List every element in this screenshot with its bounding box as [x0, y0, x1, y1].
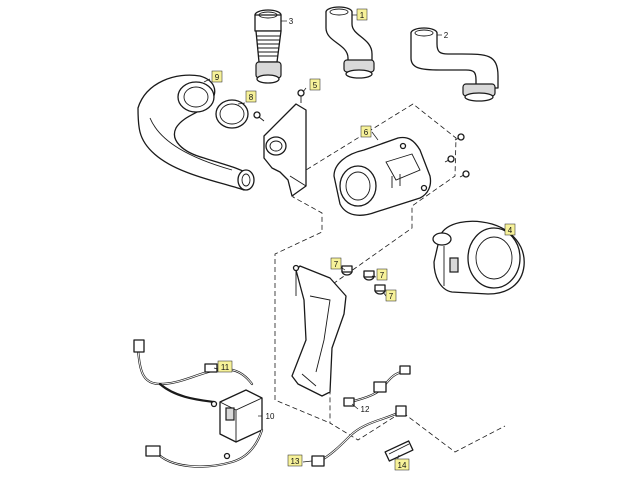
part-14-connector [384, 440, 414, 462]
callout-9: 9 [211, 70, 223, 83]
callout-8: 8 [245, 90, 257, 103]
part-2-long-s-bend-pipe [410, 27, 499, 102]
callout-5: 5 [309, 78, 321, 91]
callout-1: 1 [356, 8, 368, 21]
callout-labels: 1 2 3 4 5 6 7 7 7 [211, 8, 516, 471]
callout-12-text: 12 [361, 405, 370, 414]
part-10-control-box [145, 389, 264, 468]
callout-2: 2 [444, 31, 449, 40]
callout-10-text: 10 [266, 412, 275, 421]
callout-6-text: 6 [364, 128, 369, 137]
callout-10: 10 [266, 412, 275, 421]
callout-7c-text: 7 [389, 292, 394, 301]
callout-2-text: 2 [444, 31, 449, 40]
callout-7a: 7 [330, 257, 342, 270]
callout-14-text: 14 [398, 461, 407, 470]
callout-1-text: 1 [360, 11, 365, 20]
callout-4-text: 4 [508, 226, 513, 235]
callout-7c: 7 [385, 289, 397, 302]
part-4-fan-blower [432, 220, 525, 295]
callout-12: 12 [361, 405, 370, 414]
callout-11-text: 11 [221, 363, 230, 372]
callout-5-text: 5 [313, 81, 318, 90]
callout-13-text: 13 [291, 457, 300, 466]
callout-7b-text: 7 [380, 271, 385, 280]
part-7-spacers [341, 265, 386, 295]
part-11-wiring-harness [133, 339, 254, 408]
callout-14: 14 [394, 458, 410, 471]
callout-3-text: 3 [289, 17, 294, 26]
callout-9-text: 9 [215, 73, 220, 82]
small-screw [253, 111, 265, 122]
part-6-mounting-plate [333, 133, 470, 216]
callout-3: 3 [289, 17, 294, 26]
callout-8-text: 8 [249, 93, 254, 102]
callout-7b: 7 [376, 268, 388, 281]
support-arm-bracket [291, 264, 347, 397]
part-3-corrugated-intake-tube [254, 9, 282, 84]
part-1-s-bend-pipe [325, 6, 375, 79]
part-9-curved-air-duct [137, 74, 255, 191]
part-12-cable-connector [343, 365, 411, 407]
callout-6: 6 [360, 125, 372, 138]
part-8-o-ring [215, 99, 249, 129]
callout-11: 11 [217, 360, 233, 373]
callout-4: 4 [504, 223, 516, 236]
callout-7a-text: 7 [334, 260, 339, 269]
callout-13: 13 [287, 454, 303, 467]
part-5-bracket-plate [263, 89, 307, 197]
assembly-outline [274, 103, 506, 453]
